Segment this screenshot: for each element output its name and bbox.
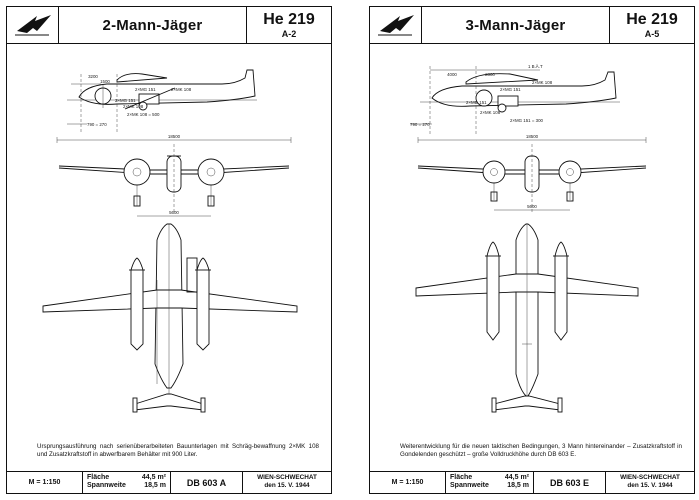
dim-span: 18500 (526, 134, 539, 139)
dim-track: 5600 (169, 210, 179, 215)
dim-h: 790 = 270 (87, 122, 107, 127)
span-value: 18,5 m (144, 482, 166, 489)
dim-e: 2×MK 108 (123, 104, 144, 109)
dim-g: 2×MK 108 = 500 (127, 112, 160, 117)
dim-track: 5600 (527, 204, 537, 209)
area-value: 44,5 m² (504, 474, 529, 481)
dim-d: 2×MK 108 (171, 87, 192, 92)
plan-view (415, 223, 639, 413)
dim-b: 1500 (100, 79, 110, 84)
date: den 15. V. 1944 (627, 482, 673, 489)
dim-a: 4000 (447, 72, 457, 77)
side-view: 1 B.Ä.T 4000 2300 2×MG 151 2×MK 108 2×MK… (410, 64, 620, 134)
area-label: Fläche (87, 474, 110, 481)
dim-f: 2×MG 151 (466, 100, 487, 105)
area-label: Fläche (450, 474, 473, 481)
dim-e: 2×MK 108 (480, 110, 501, 115)
dim-i: 1 B.Ä.T (528, 64, 543, 69)
span-label: Spannweite (87, 482, 126, 489)
dim-b: 2300 (485, 72, 495, 77)
place: WIEN-SCHWECHAT (257, 474, 317, 481)
area-span-block: Fläche 44,5 m² Spannweite 18,5 m (83, 472, 171, 493)
place-date-block: WIEN-SCHWECHAT den 15. V. 1944 (243, 472, 331, 493)
aircraft-type: He 219 (263, 11, 315, 28)
engine: DB 603 A (171, 472, 243, 493)
side-view: 3200 1500 2×MG 151 2×MK 108 2×MK 108 2×M… (67, 69, 257, 132)
dim-f: 2×MG 151 (115, 98, 136, 103)
logo-mark (378, 15, 414, 36)
span-value: 18,5 m (507, 482, 529, 489)
aircraft-type: He 219 (626, 11, 678, 28)
place: WIEN-SCHWECHAT (620, 474, 680, 481)
sheet-caption: Weiterentwicklung für die neuen taktisch… (400, 443, 682, 459)
dim-a: 3200 (88, 74, 98, 79)
dim-h: 790 = 270 (410, 122, 430, 127)
sheet-header: 2-Mann-Jäger He 219 A-2 (7, 7, 331, 44)
three-view-drawing: 1 B.Ä.T 4000 2300 2×MG 151 2×MK 108 2×MK… (370, 44, 694, 442)
three-view-drawing: 3200 1500 2×MG 151 2×MK 108 2×MK 108 2×M… (7, 44, 331, 442)
drawing-sheet-right: 3-Mann-Jäger He 219 A-5 1 B.Ä.T 4000 2 (369, 6, 695, 494)
front-view: 18500 5600 (417, 134, 647, 212)
span-label: Spannweite (450, 482, 489, 489)
aircraft-variant: A-5 (644, 29, 660, 39)
dim-c: 2×MG 151 (500, 87, 521, 92)
drawing-sheet-left: 2-Mann-Jäger He 219 A-2 3200 (6, 6, 332, 494)
title-block: M = 1:150 Fläche 44,5 m² Spannweite 18,5 m… (7, 471, 331, 493)
dim-d: 2×MK 108 (532, 80, 553, 85)
heinkel-logo (370, 7, 422, 43)
date: den 15. V. 1944 (264, 482, 310, 489)
title-block: M = 1:150 Fläche 44,5 m² Spannweite 18,5 m… (370, 471, 694, 493)
aircraft-variant: A-2 (281, 29, 297, 39)
scale: M = 1:150 (370, 472, 446, 493)
sheet-title: 3-Mann-Jäger (465, 16, 566, 34)
dim-c: 2×MG 151 (135, 87, 156, 92)
area-span-block: Fläche 44,5 m² Spannweite 18,5 m (446, 472, 534, 493)
front-view: 18500 5600 (56, 134, 292, 217)
sheet-caption: Ursprungsausführung nach serienüberarbei… (37, 443, 319, 459)
area-value: 44,5 m² (141, 474, 166, 481)
scale: M = 1:150 (7, 472, 83, 493)
engine: DB 603 E (534, 472, 606, 493)
logo-mark (15, 15, 51, 36)
sheet-title: 2-Mann-Jäger (102, 16, 203, 34)
dim-g: 2×MG 151 = 300 (510, 118, 544, 123)
place-date-block: WIEN-SCHWECHAT den 15. V. 1944 (606, 472, 694, 493)
dim-span: 18500 (168, 134, 181, 139)
plan-view (42, 223, 298, 413)
sheet-header: 3-Mann-Jäger He 219 A-5 (370, 7, 694, 44)
heinkel-logo (7, 7, 59, 43)
